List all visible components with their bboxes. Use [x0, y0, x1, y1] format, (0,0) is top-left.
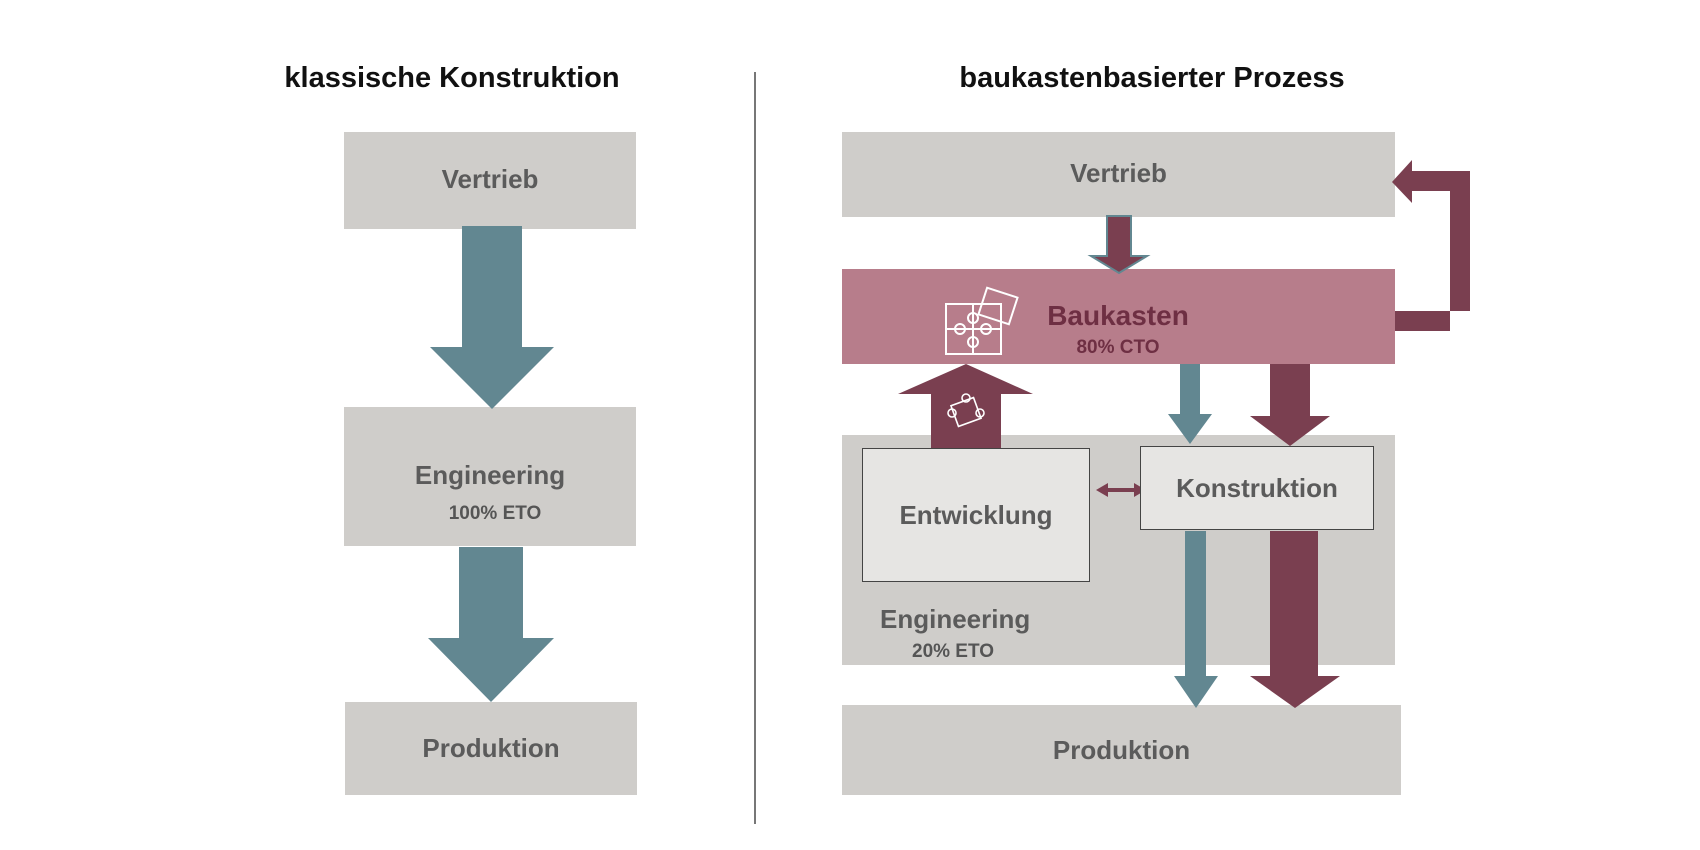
- puzzle-icon: [945, 286, 1019, 355]
- baukasten-share: 80% CTO: [1076, 337, 1160, 358]
- right-produktion-label: Produktion: [1052, 735, 1191, 765]
- arrow-konstruktion-to-produktion-maroon: [1250, 531, 1340, 708]
- right-vertrieb-label: Vertrieb: [1070, 158, 1167, 188]
- right-produktion-box: [842, 705, 1401, 795]
- right-title: baukastenbasierter Prozess: [959, 62, 1345, 94]
- right-engineering-label: Engineering: [880, 604, 1031, 634]
- puzzle-piece-icon: [947, 393, 985, 428]
- left-engineering-box: [344, 407, 636, 546]
- left-produktion-box: [345, 702, 637, 795]
- arrow-baukasten-to-konstruktion-teal: [1168, 364, 1212, 444]
- left-vertrieb-label: Vertrieb: [441, 164, 539, 194]
- konstruktion-label: Konstruktion: [1176, 473, 1338, 503]
- center-divider: [754, 72, 756, 824]
- arrow-entwicklung-konstruktion-bidirectional: [1096, 483, 1146, 497]
- konstruktion-box: [1140, 446, 1374, 530]
- arrow-entwicklung-to-baukasten: [898, 364, 1033, 448]
- entwicklung-box: [862, 448, 1090, 582]
- right-engineering-share: 20% ETO: [912, 641, 995, 662]
- left-engineering-share: 100% ETO: [448, 503, 542, 524]
- arrow-konstruktion-to-produktion-teal: [1174, 531, 1218, 708]
- left-title: klassische Konstruktion: [284, 62, 620, 94]
- baukasten-box: [842, 269, 1395, 364]
- arrow-baukasten-feedback-to-vertrieb: [1392, 160, 1470, 331]
- left-vertrieb-box: [344, 132, 636, 229]
- arrow-baukasten-to-konstruktion-maroon: [1250, 364, 1330, 446]
- baukasten-label: Baukasten: [1047, 300, 1189, 331]
- left-arrow-engineering-to-produktion: [428, 547, 554, 702]
- left-produktion-label: Produktion: [422, 733, 560, 763]
- left-arrow-vertrieb-to-engineering: [430, 226, 554, 409]
- left-engineering-label: Engineering: [414, 460, 566, 490]
- entwicklung-label: Entwicklung: [899, 500, 1053, 530]
- right-vertrieb-box: [842, 132, 1395, 217]
- arrow-vertrieb-to-baukasten: [1087, 215, 1151, 275]
